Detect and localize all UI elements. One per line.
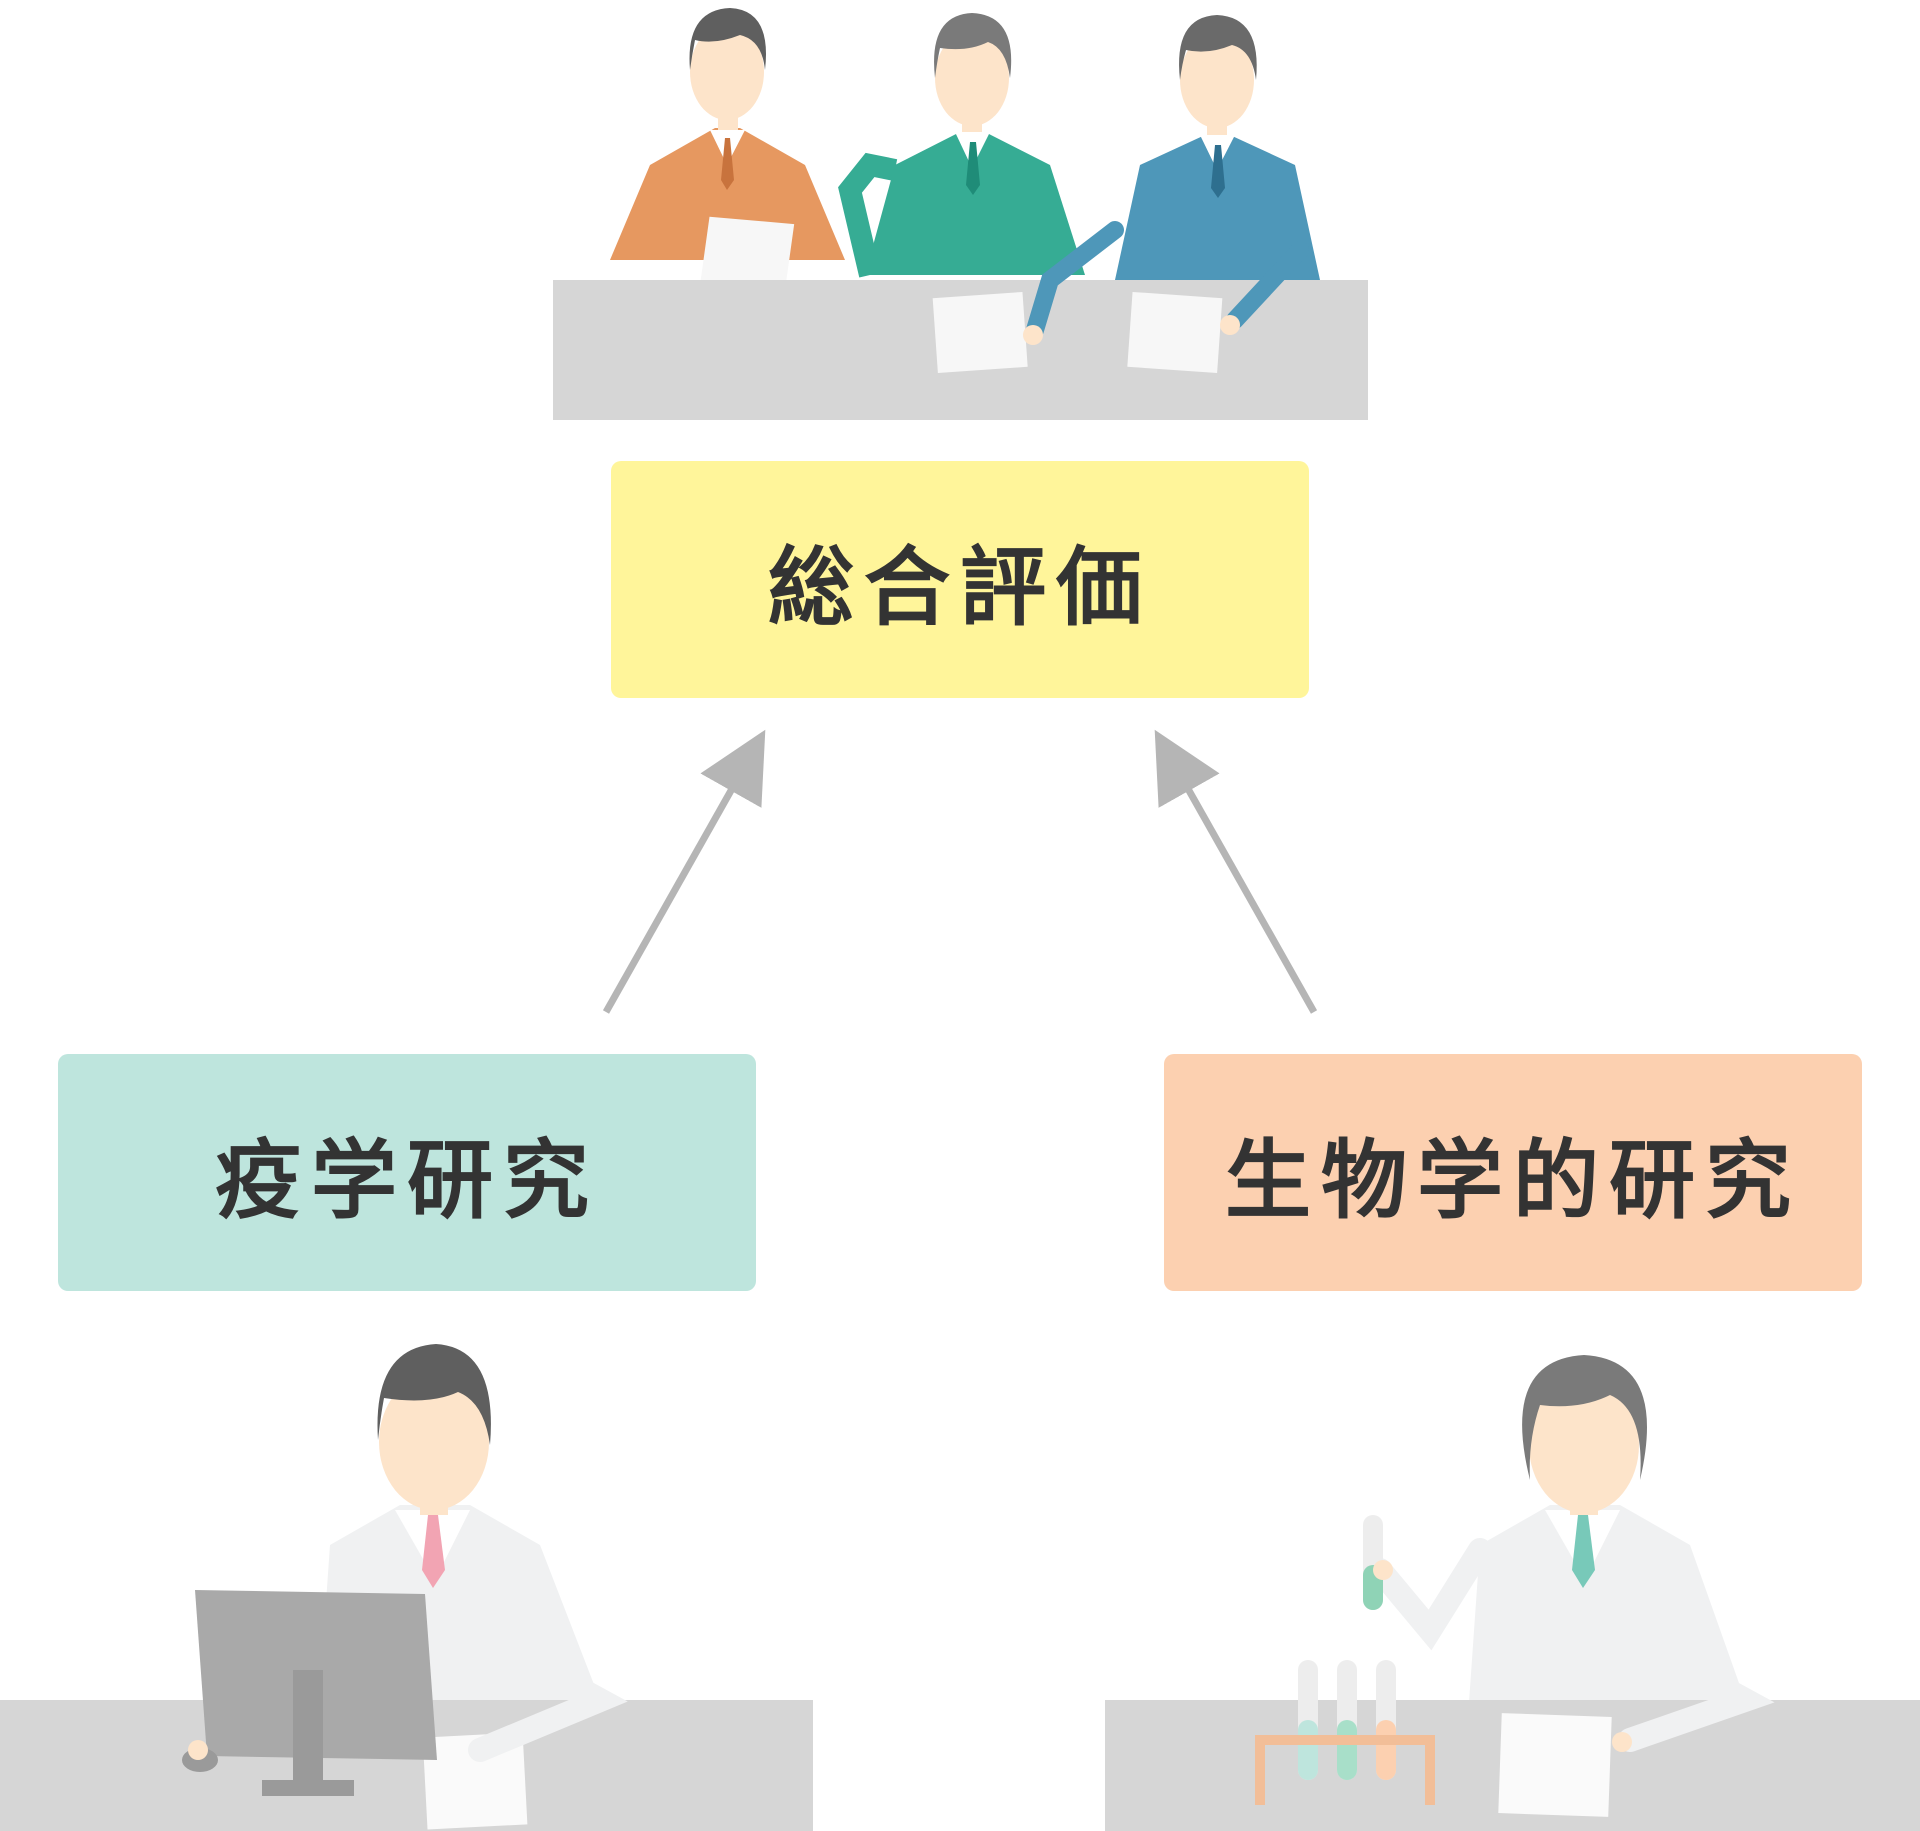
- evaluator-blue: [1115, 15, 1320, 280]
- node-biological-research-label: 生物学的研究: [1225, 1131, 1801, 1231]
- arrow-right-to-top: [1154, 729, 1318, 1014]
- node-overall-evaluation: 総合評価: [611, 461, 1309, 698]
- arrow-left-to-top: [602, 729, 766, 1014]
- test-tube-rack-icon: [1255, 1660, 1435, 1805]
- node-overall-evaluation-label: 総合評価: [768, 538, 1152, 638]
- node-epidemiological-research: 疫学研究: [58, 1054, 756, 1291]
- biologist-illustration: [1105, 1355, 1920, 1831]
- node-biological-research: 生物学的研究: [1164, 1054, 1862, 1291]
- node-epidemiological-research-label: 疫学研究: [215, 1131, 599, 1231]
- evaluator-green: [838, 13, 1085, 278]
- evaluators-illustration: [553, 8, 1368, 420]
- epidemiologist-illustration: [0, 1344, 813, 1831]
